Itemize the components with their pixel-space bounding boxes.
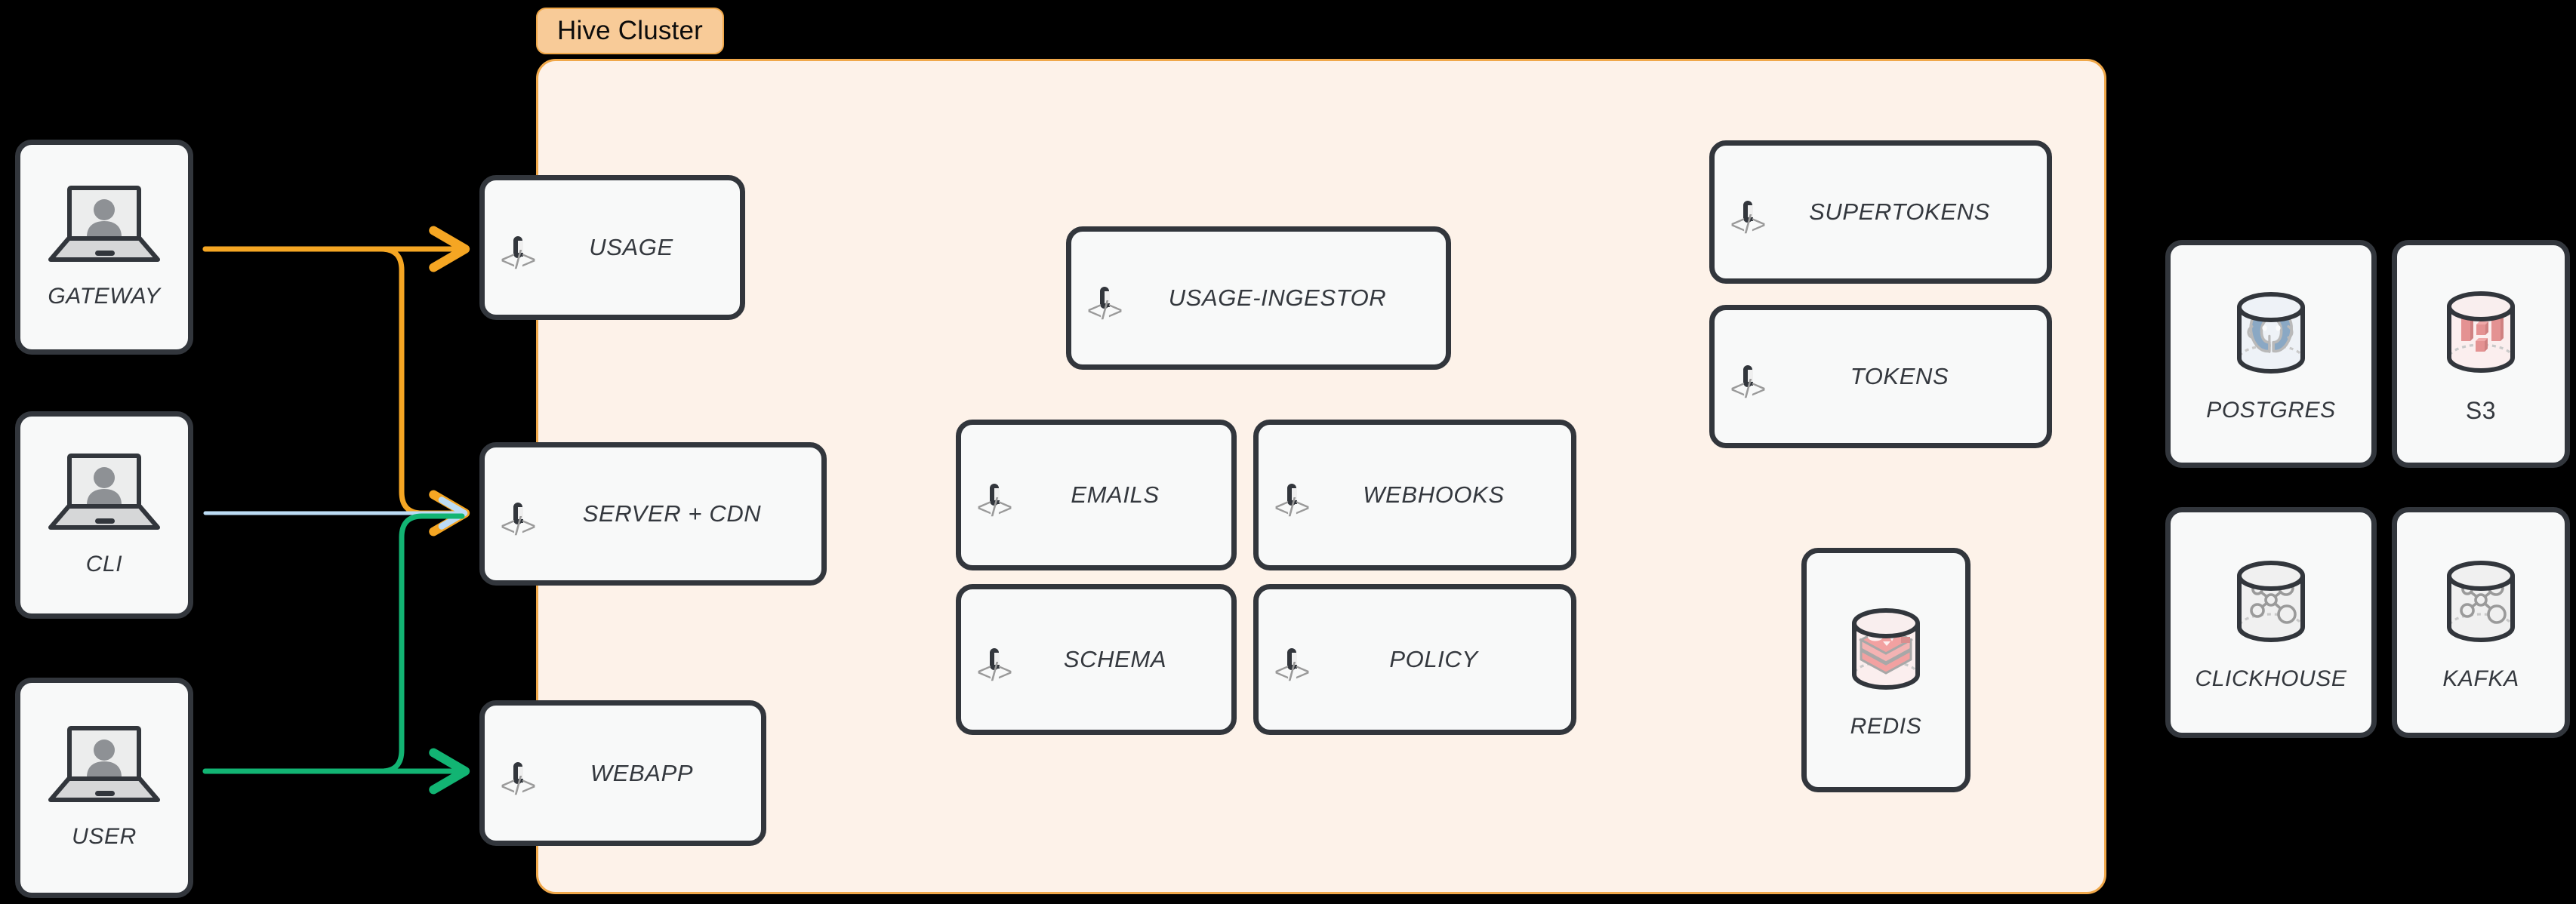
node-postgres[interactable]: POSTGRES [2165,240,2377,468]
node-emails[interactable]: </> EMAILS [956,420,1237,570]
node-usage-ingestor[interactable]: </> USAGE-INGESTOR [1066,226,1451,370]
node-s3[interactable]: S3 [2392,240,2570,468]
node-webapp[interactable]: </> WEBAPP [479,700,766,846]
code-window-icon: </> [977,484,1012,521]
code-window-icon: </> [1274,648,1310,685]
node-cli-label: CLI [85,551,123,577]
node-schema-label: SCHEMA [1063,646,1167,672]
node-policy-label: POLICY [1389,646,1478,672]
edge-gateway-to-server-cdn [202,246,470,537]
node-kafka[interactable]: KAFKA [2392,507,2570,738]
s3-cylinder-icon [2433,284,2529,380]
node-user[interactable]: USER [15,678,193,898]
node-redis[interactable]: REDIS [1801,548,1971,792]
node-s3-label: S3 [2465,396,2497,424]
kafka-cylinder-icon [2433,553,2529,650]
node-postgres-label: POSTGRES [2206,398,2336,423]
node-kafka-label: KAFKA [2442,666,2519,691]
hive-cluster-label: Hive Cluster [536,8,725,54]
laptop-user-icon [48,185,161,264]
node-server-cdn-label: SERVER + CDN [582,500,762,527]
node-tokens-label: TOKENS [1850,363,1949,389]
redis-cylinder-icon [1838,601,1934,697]
node-clickhouse[interactable]: CLICKHOUSE [2165,507,2377,738]
code-window-icon: </> [977,648,1012,685]
code-window-icon: </> [1730,201,1766,238]
node-webhooks[interactable]: </> WEBHOOKS [1253,420,1576,570]
node-gateway-label: GATEWAY [48,283,161,309]
node-webapp-label: WEBAPP [590,759,694,786]
node-server-cdn[interactable]: </> SERVER + CDN [479,442,827,586]
node-tokens[interactable]: </> TOKENS [1709,305,2052,448]
laptop-user-icon [48,726,161,804]
node-cli[interactable]: CLI [15,411,193,619]
node-user-label: USER [72,824,137,849]
code-window-icon: </> [1274,484,1310,521]
node-usage-label: USAGE [589,234,673,260]
edge-user-to-server-cdn [202,513,465,774]
node-supertokens[interactable]: </> SUPERTOKENS [1709,140,2052,284]
code-window-icon: </> [501,761,536,799]
node-policy[interactable]: </> POLICY [1253,584,1576,735]
node-usage-ingestor-label: USAGE-INGESTOR [1168,284,1387,311]
code-window-icon: </> [1087,287,1123,324]
laptop-user-icon [48,453,161,532]
code-window-icon: </> [1730,365,1766,402]
node-redis-label: REDIS [1850,714,1922,739]
code-window-icon: </> [501,503,536,540]
code-window-icon: </> [501,236,536,273]
node-webhooks-label: WEBHOOKS [1363,481,1505,508]
node-supertokens-label: SUPERTOKENS [1809,198,1990,225]
postgres-cylinder-icon [2223,284,2319,381]
node-emails-label: EMAILS [1071,481,1160,508]
clickhouse-cylinder-icon [2223,553,2319,650]
node-clickhouse-label: CLICKHOUSE [2195,666,2347,691]
node-schema[interactable]: </> SCHEMA [956,584,1237,735]
node-gateway[interactable]: GATEWAY [15,140,193,355]
node-usage[interactable]: </> USAGE [479,175,745,320]
